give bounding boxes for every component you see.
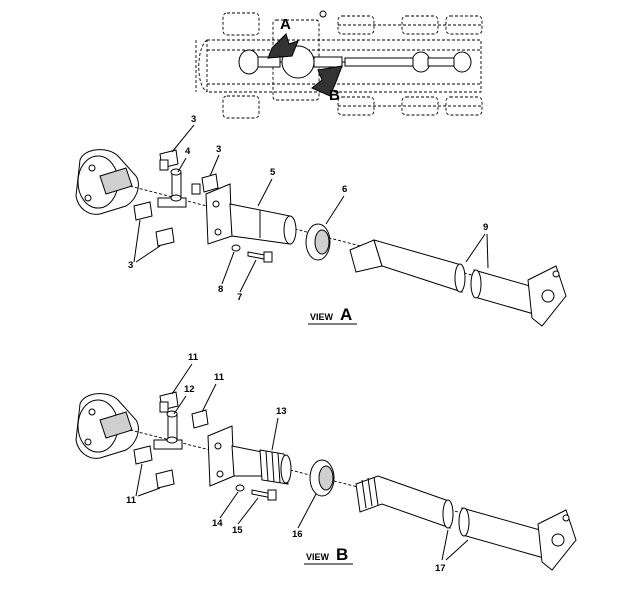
view-b-label-word: VIEW xyxy=(306,552,330,562)
callout-11-top: 11 xyxy=(188,352,199,363)
view-a-label-word: VIEW xyxy=(310,312,334,322)
callout-3-top: 3 xyxy=(191,114,196,125)
view-b-label-letter: B xyxy=(336,545,348,564)
bolt-and-washer-a xyxy=(231,244,273,263)
callout-15: 15 xyxy=(232,525,243,536)
chassis-wheels xyxy=(222,12,483,119)
callouts-b: 11 12 11 13 11 14 15 16 17 xyxy=(126,352,469,574)
pointer-a: A xyxy=(267,16,299,59)
slip-yoke-b xyxy=(207,425,292,487)
pointer-a-label: A xyxy=(280,16,291,33)
companion-flange-a xyxy=(75,149,139,215)
callout-3-bottom: 3 xyxy=(128,260,133,271)
pointer-b-label: B xyxy=(329,87,340,104)
view-b-label: VIEW B xyxy=(304,545,353,565)
view-a-assembly: 3 4 3 5 6 9 3 8 7 VIEW A xyxy=(75,114,567,327)
callout-6: 6 xyxy=(342,184,347,195)
view-a-label-letter: A xyxy=(340,305,352,324)
callout-7: 7 xyxy=(237,292,242,303)
dust-cap-b xyxy=(309,459,335,497)
callout-13: 13 xyxy=(276,406,287,417)
pointer-b: B xyxy=(311,65,343,104)
callout-3-right: 3 xyxy=(216,144,221,155)
callout-17: 17 xyxy=(435,563,446,574)
bolt-and-washer-b xyxy=(235,484,277,501)
callout-11-right: 11 xyxy=(214,372,225,383)
callout-9: 9 xyxy=(483,222,488,233)
view-b-assembly: 11 12 11 13 11 14 15 16 17 VIEW B xyxy=(75,352,577,574)
propeller-shaft-a xyxy=(349,239,567,327)
callout-12: 12 xyxy=(184,384,195,395)
chassis-locator-view: A B xyxy=(195,10,483,119)
callout-4: 4 xyxy=(185,146,191,157)
u-joint-b xyxy=(133,391,209,489)
callout-11-bottom: 11 xyxy=(126,495,137,506)
slip-yoke-a xyxy=(205,183,297,245)
companion-flange-b xyxy=(75,393,139,459)
callout-8: 8 xyxy=(218,284,223,295)
view-a-label: VIEW A xyxy=(308,305,357,325)
chassis-frame xyxy=(195,39,482,93)
callouts-a: 3 4 3 5 6 9 3 8 7 xyxy=(128,114,489,303)
u-joint-a xyxy=(133,149,219,247)
callout-5: 5 xyxy=(270,167,276,178)
propeller-shaft-b xyxy=(355,475,577,571)
dust-cap-a xyxy=(305,223,331,261)
callout-14: 14 xyxy=(212,518,223,529)
callout-16: 16 xyxy=(292,529,303,540)
